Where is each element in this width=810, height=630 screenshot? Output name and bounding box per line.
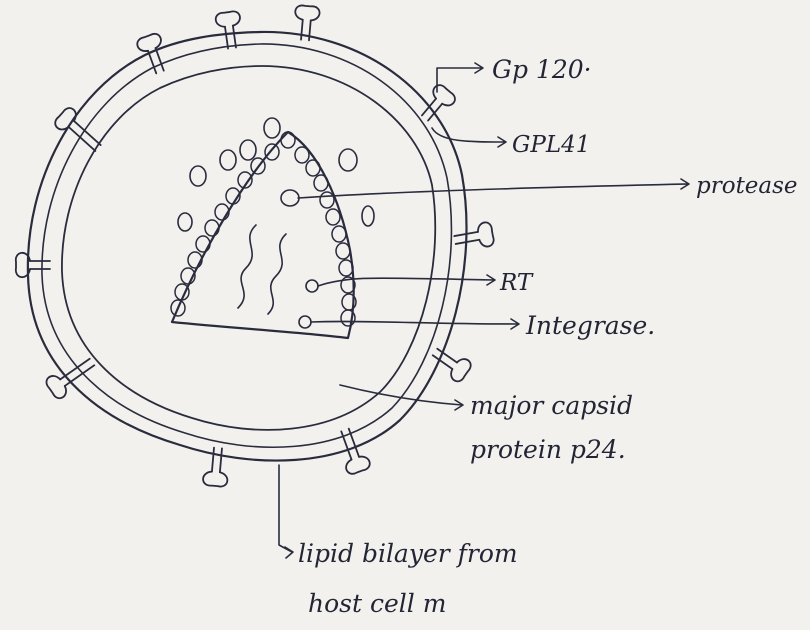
matrix-protein (240, 140, 256, 160)
gp41-label: GPL41 (512, 132, 590, 158)
spikes (16, 5, 495, 487)
capsid-protein (314, 175, 328, 191)
capsid-label-line2: protein p24. (470, 435, 626, 464)
rt-enzyme (306, 280, 318, 292)
capsid-protein (339, 260, 353, 276)
rt-label: RT (499, 270, 534, 296)
protease-leader (298, 179, 689, 198)
rt-leader (318, 275, 495, 286)
capsid-protein (205, 220, 219, 236)
matrix-protein (264, 118, 280, 138)
matrix-proteins (178, 118, 374, 231)
labels: Gp 120· GPL41 protease RT Integrase. maj… (298, 55, 798, 618)
spike (136, 32, 172, 76)
capsid-proteins (171, 132, 356, 326)
capsid-protein (332, 226, 346, 242)
rna-strand (268, 234, 286, 314)
gp120-label: Gp 120· (492, 55, 592, 84)
matrix-protein (220, 150, 236, 170)
envelope (28, 32, 467, 461)
capsid-protein (320, 192, 334, 208)
envelope-middle-ring (42, 44, 452, 447)
gp41-leader (432, 128, 506, 147)
capsid-protein (295, 147, 309, 163)
capsid-protein (281, 132, 295, 148)
protease-enzyme (281, 190, 299, 206)
lipid-label-line1: lipid bilayer from (298, 539, 518, 568)
lipid-leader (279, 465, 293, 558)
envelope-inner-ring (62, 66, 435, 430)
capsid-leader (340, 385, 463, 410)
capsid-core (172, 132, 354, 338)
integrase-enzyme (299, 316, 311, 328)
spike (453, 221, 495, 252)
capsid-protein (336, 243, 350, 259)
matrix-protein (339, 149, 357, 171)
matrix-protein (190, 166, 206, 186)
capsid-protein (326, 209, 340, 225)
viral-rna (238, 225, 286, 314)
capsid-protein (265, 144, 279, 160)
matrix-protein (362, 206, 374, 226)
spike (16, 253, 50, 277)
protease-label: protease (696, 173, 798, 199)
matrix-protein (178, 213, 192, 231)
capsid-protein (306, 160, 320, 176)
rna-strand (238, 225, 256, 308)
integrase-leader (311, 319, 519, 329)
capsid-protein (196, 236, 210, 252)
integrase-label: Integrase. (525, 311, 655, 340)
lipid-label-line2: host cell m (308, 589, 446, 618)
spike (428, 342, 473, 384)
spike (215, 10, 244, 49)
capsid-label-line1: major capsid (470, 391, 633, 420)
